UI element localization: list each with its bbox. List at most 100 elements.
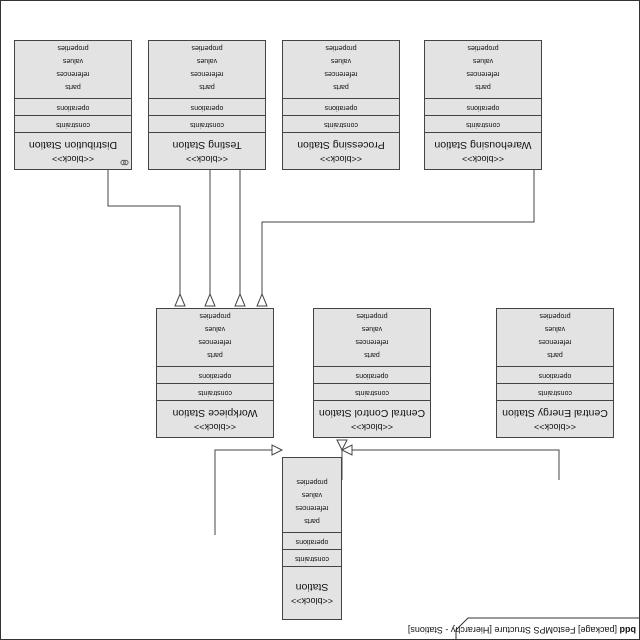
block-stereotype: <<block>> [319,154,363,164]
compartment-operations: operations [283,532,341,549]
block-header: <<block>> Warehousing Station [425,132,541,169]
compartment-operations: operations [283,98,399,115]
property-properties: properties [296,478,328,485]
block-processing-station[interactable]: <<block>> Processing Station constraints… [282,40,400,170]
property-parts: parts [364,351,380,358]
block-name: Distribution Station [28,139,118,151]
link-icon [120,159,129,166]
block-stereotype: <<block>> [350,422,394,432]
arrowhead-central-energy-generalization [340,444,353,456]
property-values: values [472,57,494,64]
block-header: <<block>> Workpiece Station [157,400,273,437]
arrowhead-processing-generalization [234,292,246,307]
arrowhead-central-control-generalization [336,439,348,452]
property-values: values [330,57,352,64]
compartment-constraints: constraints [149,115,265,132]
block-central-energy-station[interactable]: <<block>> Central Energy Station constra… [496,308,614,438]
property-properties: properties [191,44,223,51]
property-properties: properties [467,44,499,51]
block-header: <<block>> Testing Station [149,132,265,169]
block-name: Warehousing Station [434,139,532,151]
compartment-operations: operations [15,98,131,115]
block-central-control-station[interactable]: <<block>> Central Control Station constr… [313,308,431,438]
compartment-constraints: constraints [283,549,341,566]
property-properties: properties [199,312,231,319]
block-testing-station[interactable]: <<block>> Testing Station constraints op… [148,40,266,170]
block-warehousing-station[interactable]: <<block>> Warehousing Station constraint… [424,40,542,170]
compartment-properties: parts references values properties [157,309,273,366]
property-values: values [361,325,383,332]
generalization-central-energy-to-station [342,449,560,480]
property-values: values [544,325,566,332]
property-references: references [198,338,232,345]
block-name: Central Energy Station [502,407,608,419]
compartment-constraints: constraints [157,383,273,400]
compartment-constraints: constraints [314,383,430,400]
property-values: values [196,57,218,64]
generalization-distribution-to-workpiece [107,162,181,294]
property-parts: parts [304,517,320,524]
block-station[interactable]: <<block>> Station constraints operations… [282,457,342,620]
block-workpiece-station[interactable]: <<block>> Workpiece Station constraints … [156,308,274,438]
arrowhead-distribution-generalization [174,292,186,307]
property-parts: parts [333,83,349,90]
property-references: references [295,504,329,511]
arrowhead-warehousing-generalization [256,292,268,307]
block-stereotype: <<block>> [193,422,237,432]
compartment-constraints: constraints [15,115,131,132]
compartment-operations: operations [157,366,273,383]
property-parts: parts [547,351,563,358]
compartment-constraints: constraints [425,115,541,132]
block-header: <<block>> Processing Station [283,132,399,169]
block-name: Workpiece Station [172,407,258,419]
property-references: references [190,70,224,77]
property-references: references [324,70,358,77]
compartment-operations: operations [497,366,613,383]
block-header: <<block>> Central Control Station [314,400,430,437]
compartment-constraints: constraints [497,383,613,400]
compartment-operations: operations [425,98,541,115]
block-name: Station [295,581,329,593]
property-properties: properties [356,312,388,319]
block-distribution-station[interactable]: <<block>> Distribution Station constrain… [14,40,132,170]
property-values: values [301,491,323,498]
property-parts: parts [199,83,215,90]
block-stereotype: <<block>> [533,422,577,432]
compartment-properties: parts references values properties [283,458,341,532]
compartment-properties: parts references values properties [314,309,430,366]
block-stereotype: <<block>> [461,154,505,164]
block-header: <<block>> Station [283,566,341,619]
generalization-workpiece-to-station [214,449,282,535]
property-references: references [355,338,389,345]
compartment-properties: parts references values properties [283,41,399,98]
arrowhead-testing-generalization [204,292,216,307]
compartment-properties: parts references values properties [15,41,131,98]
block-name: Processing Station [297,139,385,151]
compartment-constraints: constraints [283,115,399,132]
property-references: references [538,338,572,345]
property-parts: parts [475,83,491,90]
property-parts: parts [65,83,81,90]
block-name: Central Control Station [318,407,426,419]
block-header: <<block>> Central Energy Station [497,400,613,437]
property-properties: properties [325,44,357,51]
property-references: references [56,70,90,77]
compartment-operations: operations [149,98,265,115]
frame-tab-outline [455,617,640,640]
property-references: references [466,70,500,77]
property-properties: properties [539,312,571,319]
property-parts: parts [207,351,223,358]
compartment-operations: operations [314,366,430,383]
block-stereotype: <<block>> [51,154,95,164]
arrowhead-workpiece-generalization [271,444,284,456]
block-stereotype: <<block>> [185,154,229,164]
property-values: values [62,57,84,64]
compartment-properties: parts references values properties [425,41,541,98]
property-values: values [204,325,226,332]
block-stereotype: <<block>> [290,596,334,606]
property-properties: properties [57,44,89,51]
generalization-warehousing-to-workpiece [261,170,535,294]
compartment-properties: parts references values properties [497,309,613,366]
